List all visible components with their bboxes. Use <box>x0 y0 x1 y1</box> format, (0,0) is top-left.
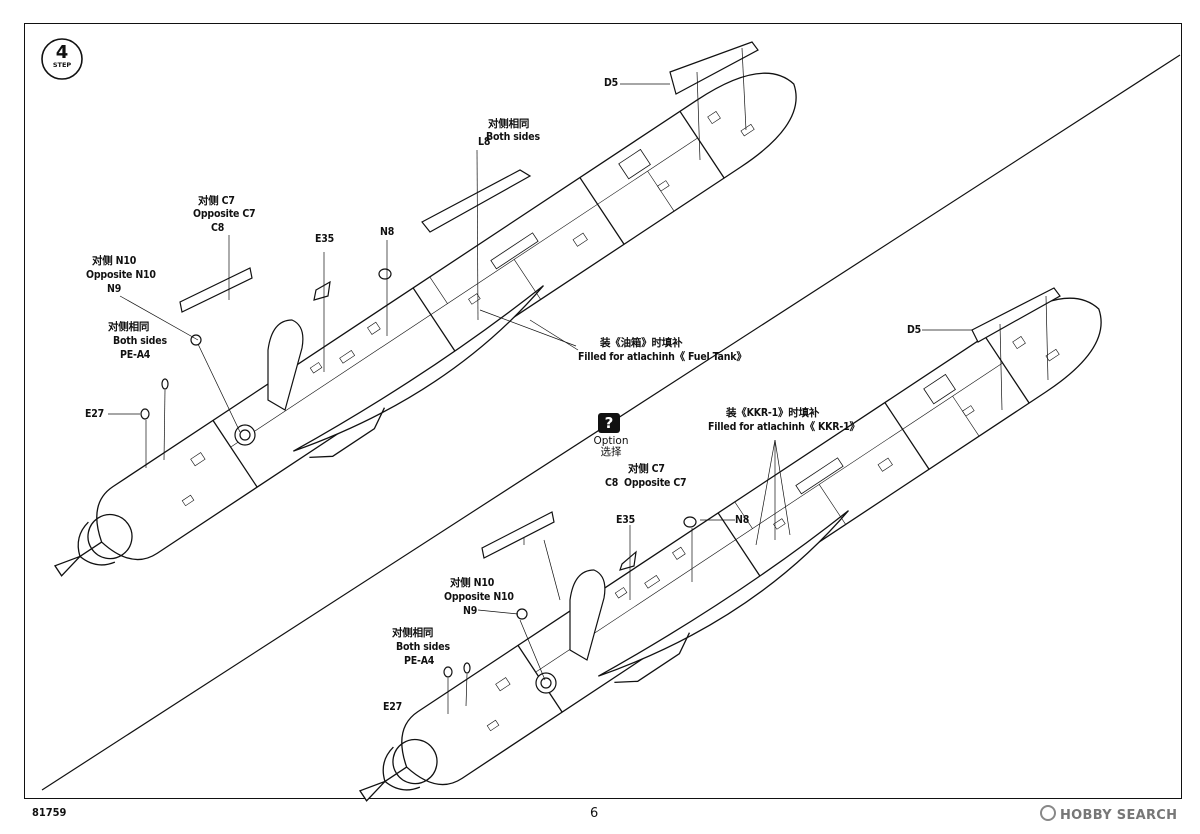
lower-kkr-note-en: Filled for atlachinh《 KKR-1》 <box>708 421 860 433</box>
lower-d5-label: D5 <box>907 324 922 336</box>
lower-e35-label: E35 <box>616 514 636 526</box>
watermark-logo-icon <box>1040 805 1056 821</box>
upper-fuel-tank-note-en: Filled for atlachinh《 Fuel Tank》 <box>578 351 747 363</box>
lower-kkr-note-cn: 装《KKR-1》时填补 <box>726 407 820 419</box>
lower-n10-note-en: Opposite N10 <box>444 591 514 603</box>
option-label-cn: 选择 <box>600 446 622 458</box>
page-number: 6 <box>590 806 599 821</box>
page-frame <box>24 23 1182 799</box>
lower-n9-label: N9 <box>463 605 478 617</box>
step-number: 4 <box>55 42 69 63</box>
upper-e27-label: E27 <box>85 408 105 420</box>
upper-d5-label: D5 <box>604 77 619 89</box>
lower-n8-label: N8 <box>735 514 750 526</box>
option-question-icon: ? <box>598 413 620 433</box>
upper-pe-note-cn: 对侧相同 <box>108 321 150 333</box>
kit-number: 81759 <box>32 806 67 819</box>
upper-n10-note-en: Opposite N10 <box>86 269 156 281</box>
option-label-en: Option <box>593 435 629 447</box>
upper-n10-note-cn: 对侧 N10 <box>92 255 137 267</box>
upper-c7-note-en: Opposite C7 <box>193 208 256 220</box>
lower-pe-a4-label: PE-A4 <box>404 655 435 667</box>
lower-e27-label: E27 <box>383 701 403 713</box>
upper-l8-note-cn: 对侧相同 <box>488 118 530 130</box>
lower-n10-note-cn: 对侧 N10 <box>450 577 495 589</box>
lower-pe-note-cn: 对侧相同 <box>392 627 434 639</box>
option-label: Option 选择 <box>588 436 634 458</box>
upper-l8-label: L8 <box>478 136 491 148</box>
step-circle-icon <box>41 38 83 80</box>
upper-pe-a4-label: PE-A4 <box>120 349 151 361</box>
lower-pe-note-en: Both sides <box>396 641 450 653</box>
upper-n8-label: N8 <box>380 226 395 238</box>
upper-n9-label: N9 <box>107 283 122 295</box>
watermark: HOBBY SEARCH <box>1040 805 1177 823</box>
lower-c7-note-cn: 对侧 C7 <box>628 463 665 475</box>
step-word: STEP <box>52 61 72 69</box>
watermark-text: HOBBY SEARCH <box>1060 808 1178 823</box>
lower-c8-label: C8 <box>605 477 619 489</box>
upper-c8-label: C8 <box>211 222 225 234</box>
lower-c7-note-en: Opposite C7 <box>624 477 687 489</box>
step-badge: 4 STEP <box>40 37 84 81</box>
upper-pe-note-en: Both sides <box>113 335 167 347</box>
upper-c7-note-cn: 对侧 C7 <box>198 195 235 207</box>
upper-l8-note-en: Both sides <box>486 131 540 143</box>
upper-e35-label: E35 <box>315 233 335 245</box>
upper-fuel-tank-note-cn: 装《油箱》时填补 <box>600 337 683 349</box>
